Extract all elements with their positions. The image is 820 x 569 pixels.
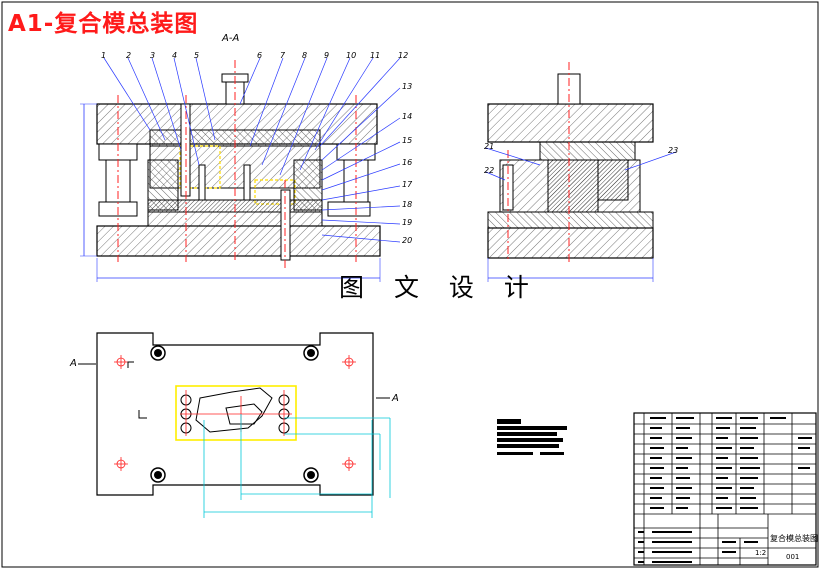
view-mark-left: A xyxy=(70,358,77,369)
side-die-plate xyxy=(487,211,654,229)
part-number-2: 2 xyxy=(126,51,132,60)
section-label: A-A xyxy=(222,33,240,44)
side-section-view xyxy=(485,62,677,282)
part-number-7: 7 xyxy=(280,51,286,60)
title-block-scale: 1:2 xyxy=(755,549,767,557)
part-number-16: 16 xyxy=(402,158,413,167)
pin-2 xyxy=(243,164,251,201)
part-number-6: 6 xyxy=(257,51,263,60)
title-block-drawing-code: 001 xyxy=(786,553,800,561)
side-lower-die-base xyxy=(487,227,654,259)
side-die-insert xyxy=(597,159,629,201)
technical-requirements xyxy=(497,419,567,455)
part-number-8: 8 xyxy=(302,51,308,60)
part-number-12: 12 xyxy=(398,51,409,60)
side-upper-die-base xyxy=(487,103,654,143)
part-number-1: 1 xyxy=(101,51,107,60)
part-number-5: 5 xyxy=(194,51,200,60)
pin-1 xyxy=(198,164,206,201)
title-block-text-bars xyxy=(638,417,812,563)
part-number-18: 18 xyxy=(402,200,413,209)
side-punch-plate xyxy=(539,141,636,161)
part-number-15: 15 xyxy=(402,136,413,145)
part-number-10: 10 xyxy=(346,51,357,60)
part-number-21: 21 xyxy=(484,142,495,151)
dimension-lines xyxy=(203,414,391,518)
title-block-drawing-name: 复合模总装图 xyxy=(770,534,818,543)
guide-post-base-right xyxy=(327,201,371,217)
part-number-19: 19 xyxy=(402,218,413,227)
watermark-text: 图 文 设 计 xyxy=(339,273,540,302)
part-number-22: 22 xyxy=(484,166,495,175)
leader-lines xyxy=(103,57,401,243)
plan-view xyxy=(78,332,391,518)
lower-die-base xyxy=(96,225,381,257)
front-section-view xyxy=(80,57,401,282)
part-number-13: 13 xyxy=(402,82,413,91)
part-profile xyxy=(195,387,273,433)
part-number-4: 4 xyxy=(172,51,178,60)
part-number-23: 23 xyxy=(668,146,679,155)
view-mark-right: A xyxy=(392,393,399,404)
part-number-20: 20 xyxy=(402,236,413,245)
part-number-17: 17 xyxy=(402,180,413,189)
part-number-14: 14 xyxy=(402,112,413,121)
part-number-9: 9 xyxy=(324,51,330,60)
die-area xyxy=(175,385,297,441)
drawing-title: A1-复合模总装图 xyxy=(8,11,199,37)
part-number-11: 11 xyxy=(370,51,381,60)
title-block xyxy=(633,412,817,566)
part-number-3: 3 xyxy=(150,51,156,60)
side-punch xyxy=(547,159,599,213)
